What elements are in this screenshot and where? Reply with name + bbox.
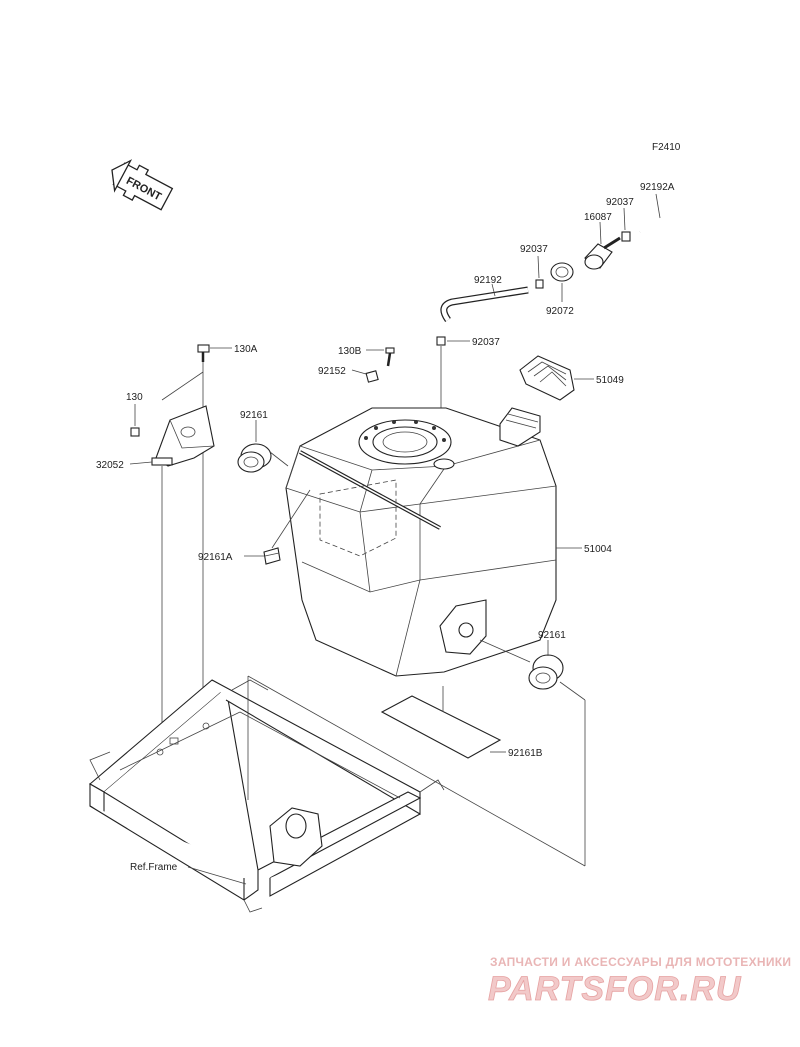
pad-92161B (380, 695, 502, 759)
bracket-32052 (151, 405, 215, 467)
leader-16087 (599, 221, 602, 245)
watermark-tagline: ЗАПЧАСТИ И АКСЕССУАРЫ ДЛЯ МОТОТЕХНИКИ (490, 955, 791, 969)
fuel-hose-92192 (440, 286, 529, 323)
bolt-130B (385, 347, 395, 367)
leader-ref-frame (187, 866, 247, 885)
clamp-92037-top (621, 231, 631, 242)
label-92161A: 92161A (198, 552, 233, 563)
leader-92152 (351, 369, 367, 375)
leader-32052 (129, 461, 153, 465)
watermark-logo: PARTSFOR.RU (488, 970, 742, 1008)
clamp-92037-mid (535, 279, 544, 289)
label-92072: 92072 (546, 306, 574, 317)
fuel-tank-51004 (285, 407, 557, 677)
leader-grommet-to-tank (269, 451, 289, 467)
leader-92192A (655, 193, 661, 219)
grommet-92161-bottom (528, 654, 564, 690)
label-130B: 130B (338, 346, 362, 357)
reference-frame (89, 675, 586, 913)
label-130: 130 (126, 392, 143, 403)
leader-92037-mid (537, 255, 540, 279)
front-arrow-icon: FRONT (111, 159, 174, 211)
label-16087: 16087 (584, 212, 612, 223)
pad-92161A (263, 547, 281, 565)
label-92037-low: 92037 (472, 337, 500, 348)
label-92161-bottom: 92161 (538, 630, 566, 641)
label-92192: 92192 (474, 275, 502, 286)
leader-130A-diag (161, 371, 204, 401)
label-92161B: 92161B (508, 748, 543, 759)
leader-pad-to-tank (271, 489, 311, 549)
breather-hose-92192A (638, 193, 706, 234)
label-51004: 51004 (584, 544, 612, 555)
label-92161-top: 92161 (240, 410, 268, 421)
leader-grommet-right (559, 681, 586, 701)
grommet-92161-top (237, 443, 272, 473)
bolt-130 (130, 427, 140, 437)
label-92152: 92152 (318, 366, 346, 377)
label-ref-frame: Ref.Frame (130, 862, 178, 873)
fuel-cap-51049 (519, 355, 575, 401)
label-92037-top: 92037 (606, 197, 634, 208)
clamp-92037-low (436, 336, 446, 346)
spacer-92152 (365, 370, 379, 383)
figure-code: F2410 (652, 142, 681, 153)
label-130A: 130A (234, 344, 258, 355)
label-92192A: 92192A (640, 182, 675, 193)
leader-92192 (491, 283, 496, 297)
label-51049: 51049 (596, 375, 624, 386)
clamp-92072 (550, 262, 574, 282)
fuel-filter-16087 (584, 236, 621, 270)
leader-grommet-to-bracket (479, 639, 531, 663)
label-92037-mid: 92037 (520, 244, 548, 255)
bolt-130A (197, 344, 210, 362)
leader-92037-top (623, 207, 626, 231)
label-32052: 32052 (96, 460, 124, 471)
